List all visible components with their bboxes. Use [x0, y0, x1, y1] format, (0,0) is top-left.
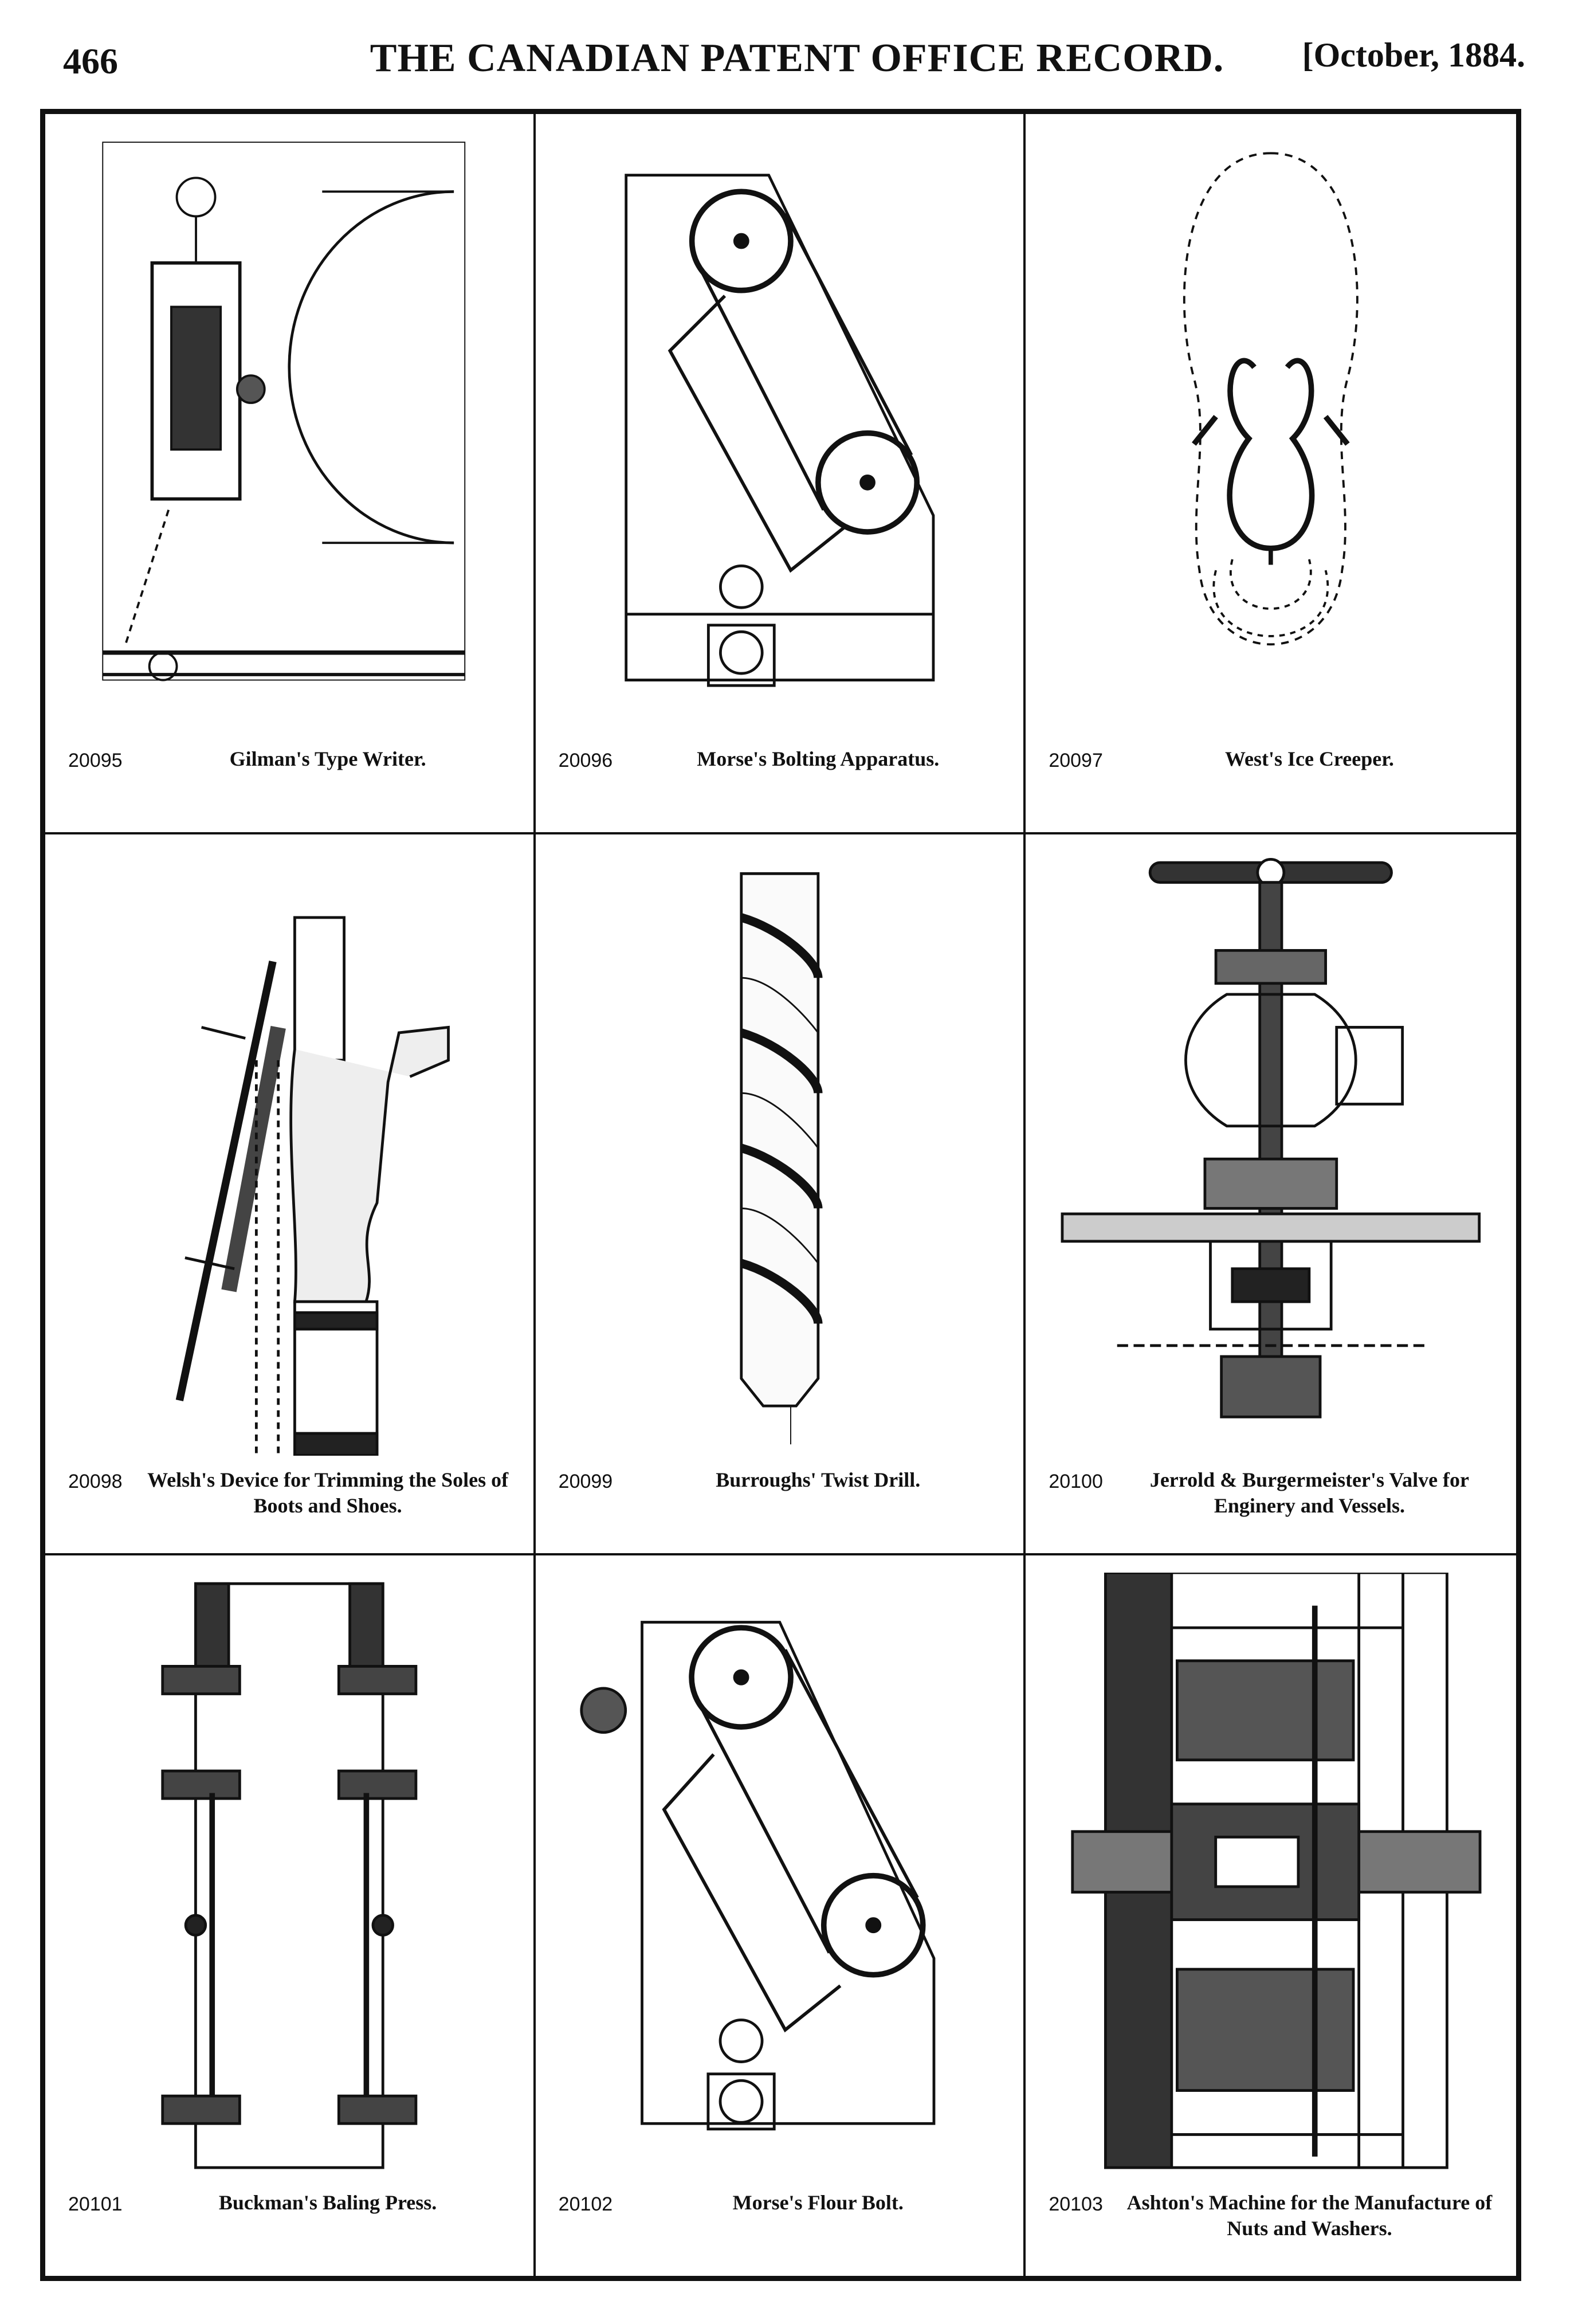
patent-number: 20102 [558, 2193, 613, 2215]
patent-number: 20100 [1049, 1470, 1103, 1492]
issue-date: [October, 1884. [1302, 36, 1525, 74]
patent-cell: 20098 Welsh's Device for Trimming the So… [45, 834, 536, 1555]
patent-number: 20101 [68, 2193, 123, 2215]
patent-title: Morse's Flour Bolt. [732, 2191, 904, 2214]
patent-grid: 20095 Gilman's Type Writer. [45, 114, 1516, 2276]
patent-title: Gilman's Type Writer. [229, 747, 426, 771]
patent-title: Buckman's Baling Press. [218, 2191, 437, 2214]
typewriter-drawing-icon [68, 131, 511, 735]
patent-title: Ashton's Machine for the Manufacture of … [1126, 2191, 1493, 2240]
patent-title: West's Ice Creeper. [1224, 747, 1394, 771]
patent-cell: 20103 Ashton's Machine for the Manufactu… [1026, 1555, 1516, 2276]
patent-number: 20095 [68, 750, 123, 772]
page-header: 466 THE CANADIAN PATENT OFFICE RECORD. [… [0, 0, 1594, 115]
patent-caption: 20101 Buckman's Baling Press. [68, 2190, 511, 2259]
patent-cell: 20101 Buckman's Baling Press. [45, 1555, 536, 2276]
patent-number: 20098 [68, 1470, 123, 1492]
patent-title: Jerrold & Burgermeister's Valve for Engi… [1149, 1468, 1470, 1517]
sole-trimmer-drawing-icon [68, 852, 511, 1468]
twist-drill-drawing-icon [559, 852, 1001, 1455]
patent-cell: 20100 Jerrold & Burgermeister's Valve fo… [1026, 834, 1516, 1555]
baling-press-drawing-icon [68, 1573, 511, 2178]
patent-cell: 20097 West's Ice Creeper. [1026, 114, 1516, 835]
patent-caption: 20102 Morse's Flour Bolt. [559, 2190, 1001, 2259]
nut-machine-drawing-icon [1049, 1571, 1493, 2178]
bolting-apparatus-drawing-icon [559, 131, 1001, 735]
patent-plate-frame: 20095 Gilman's Type Writer. [40, 109, 1521, 2281]
patent-caption: 20100 Jerrold & Burgermeister's Valve fo… [1049, 1467, 1493, 1536]
patent-caption: 20098 Welsh's Device for Trimming the So… [68, 1467, 511, 1536]
patent-number: 20099 [558, 1470, 613, 1492]
patent-caption: 20099 Burroughs' Twist Drill. [559, 1467, 1001, 1536]
patent-title: Burroughs' Twist Drill. [716, 1468, 921, 1491]
patent-number: 20096 [558, 750, 613, 772]
patent-title: Morse's Bolting Apparatus. [697, 747, 940, 771]
patent-number: 20103 [1049, 2193, 1103, 2215]
patent-cell: 20099 Burroughs' Twist Drill. [535, 834, 1026, 1555]
ice-creeper-drawing-icon [1049, 131, 1493, 735]
valve-drawing-icon [1049, 852, 1493, 1455]
journal-title: THE CANADIAN PATENT OFFICE RECORD. [370, 36, 1224, 80]
patent-caption: 20096 Morse's Bolting Apparatus. [559, 746, 1001, 815]
page-number: 466 [63, 41, 118, 81]
patent-number: 20097 [1049, 750, 1103, 772]
patent-cell: 20096 Morse's Bolting Apparatus. [535, 114, 1026, 835]
patent-title: Welsh's Device for Trimming the Soles of… [147, 1468, 509, 1517]
patent-cell: 20095 Gilman's Type Writer. [45, 114, 536, 835]
patent-cell: 20102 Morse's Flour Bolt. [536, 1555, 1026, 2276]
patent-caption: 20097 West's Ice Creeper. [1049, 746, 1493, 815]
patent-caption: 20095 Gilman's Type Writer. [68, 746, 511, 815]
patent-caption: 20103 Ashton's Machine for the Manufactu… [1049, 2190, 1493, 2259]
flour-bolt-drawing-icon [559, 1573, 1001, 2178]
